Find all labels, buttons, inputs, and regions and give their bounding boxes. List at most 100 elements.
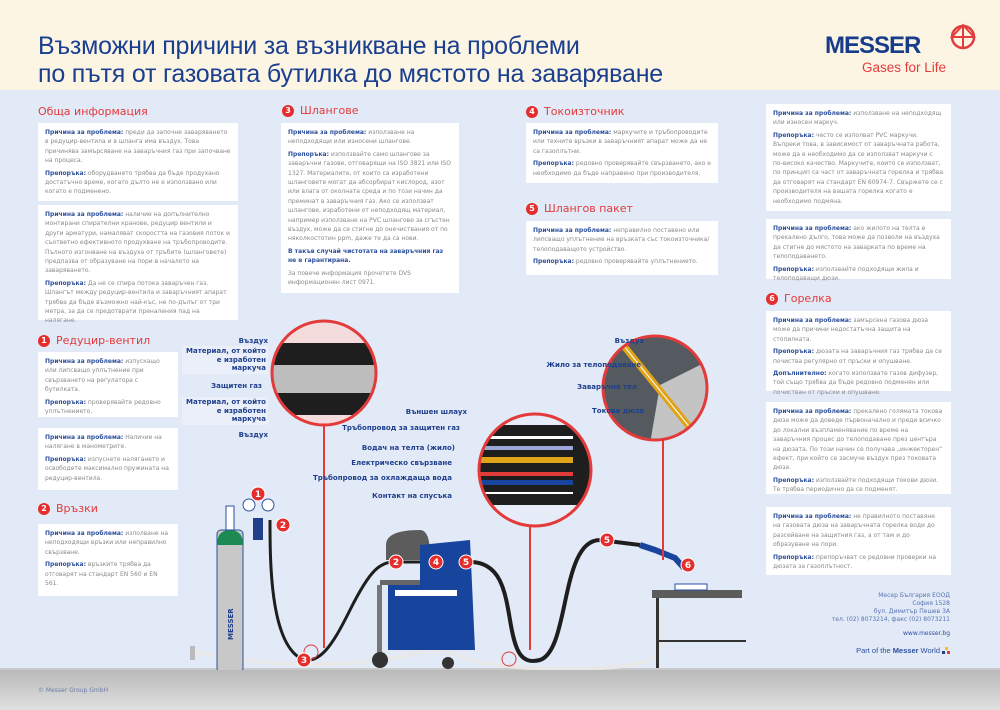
cause-text: маркучите и тръбопроводите или техните в… bbox=[533, 129, 708, 155]
marker-text: 4 bbox=[433, 558, 439, 568]
marker-text: 1 bbox=[255, 490, 261, 500]
welding-machine bbox=[372, 530, 475, 669]
rec-text: изпуснете налягането и освободете максим… bbox=[45, 455, 169, 482]
label-hose-material-bottom: Материал, от който е изработен маркуча bbox=[182, 397, 268, 425]
cause-label: Причина за проблема: bbox=[773, 225, 852, 232]
pressure-regulator bbox=[242, 498, 275, 540]
cause-label: Причина за проблема: bbox=[45, 211, 124, 218]
cause-text: използване на неподходящ или износен мар… bbox=[773, 110, 942, 127]
number-badge: 6 bbox=[766, 292, 778, 305]
rec-text: използвайте само шлангове за заваръчни г… bbox=[288, 150, 451, 243]
cause-text: Наличие на налягане в манометрите. bbox=[45, 434, 162, 451]
cause-text: неправилно поставено или липсващо уплътн… bbox=[533, 227, 710, 253]
label-shielding-gas: Защитен газ bbox=[211, 382, 262, 390]
company-name: Месер България ЕООД bbox=[878, 592, 950, 599]
heading-hose-package: 5 Шлангов пакет bbox=[526, 202, 633, 215]
copyright: © Messer Group GmbH bbox=[38, 687, 109, 694]
label-electrical-connection: Електрическо свързване bbox=[351, 459, 452, 467]
cause-text: ако жилото на телта е прекалено дълго, т… bbox=[773, 225, 940, 261]
info-box: Причина за проблема: използване на непод… bbox=[281, 123, 459, 293]
rec-label: Препоръка: bbox=[773, 265, 814, 273]
page-title: Възможни причини за възникване на пробле… bbox=[38, 32, 663, 88]
rec-label: Препоръка: bbox=[45, 169, 86, 177]
info-box: Причина за проблема: Наличие на налягане… bbox=[38, 428, 178, 490]
messer-emblem-icon bbox=[950, 23, 976, 50]
heading-text: Връзки bbox=[56, 502, 98, 515]
website-link[interactable]: www.messer.bg bbox=[903, 630, 950, 637]
rec-label: Препоръка: bbox=[45, 279, 86, 287]
cause-label: Причина за проблема: bbox=[773, 513, 852, 520]
cause-label: Причина за проблема: bbox=[288, 129, 367, 136]
heading-text: Горелка bbox=[784, 292, 832, 305]
rec-text: използвайте подходящи токови дюзи. Те тр… bbox=[773, 476, 939, 494]
hose-labels: Въздух Защитен газ Въздух bbox=[211, 337, 268, 439]
label-wire-liner: Жило за телоподаване bbox=[546, 361, 641, 369]
rec-text: редовно проверявайте свързването, ако е … bbox=[533, 160, 711, 177]
marker-text: 5 bbox=[463, 558, 469, 568]
rec-text: оборудването трябва да бъде продухано до… bbox=[45, 169, 220, 196]
rec-label: Препоръка: bbox=[773, 553, 814, 561]
rec-label: Препоръка: bbox=[773, 131, 814, 139]
rec-label: Препоръка: bbox=[773, 476, 814, 484]
number-badge: 5 bbox=[526, 202, 538, 215]
heading-hoses: 3 Шлангове bbox=[282, 104, 359, 117]
gas-cylinder: MESSER bbox=[216, 505, 244, 673]
cause-text: прекалено голямата токова дюза може да д… bbox=[773, 408, 943, 472]
info-box: Причина за проблема: изполване на неподх… bbox=[38, 524, 178, 596]
number-badge: 4 bbox=[526, 105, 538, 118]
label-air-bottom: Въздух bbox=[239, 431, 269, 439]
marker-text: 5 bbox=[604, 536, 610, 546]
cause-text: изпускащо или липсващо уплътнение при св… bbox=[45, 358, 160, 394]
heading-torch: 6 Горелка bbox=[766, 292, 832, 305]
info-box: Причина за проблема: прекалено голямата … bbox=[766, 402, 951, 494]
rec-label: Препоръка: bbox=[45, 455, 86, 463]
info-box: Причина за проблема: неправилно поставен… bbox=[526, 221, 718, 275]
heading-text: Шлангов пакет bbox=[544, 202, 633, 215]
rec-label: Препоръка: bbox=[533, 160, 574, 168]
header: Възможни причини за възникване на пробле… bbox=[0, 0, 1000, 90]
info-box: Причина за проблема: замърсена газова дю… bbox=[766, 311, 951, 396]
cause-text: използване на неподходящи или износени ш… bbox=[288, 129, 415, 146]
rec-text: връзките трябва да отговарят на стандарт… bbox=[45, 561, 158, 588]
rec-text: дюзата на заваръчния газ трябва да се по… bbox=[773, 348, 942, 365]
marker-3: 3 bbox=[296, 652, 312, 668]
marker-5b: 5 bbox=[599, 532, 615, 548]
heading-text: Токоизточник bbox=[544, 105, 625, 118]
floor bbox=[0, 668, 1000, 671]
number-badge: 1 bbox=[38, 334, 50, 347]
cause-label: Причина за проблема: bbox=[45, 530, 124, 537]
footer: © Messer Group GmbH bbox=[0, 670, 1000, 710]
plug-icon bbox=[190, 646, 195, 660]
heading-text: Шлангове bbox=[300, 104, 359, 117]
marker-2b: 2 bbox=[388, 554, 404, 570]
logo-tagline: Gases for Life bbox=[862, 60, 947, 75]
additional-text: когато използвате газов дифузер, той същ… bbox=[773, 370, 939, 396]
hose-package bbox=[469, 537, 641, 663]
cause-label: Причина за проблема: bbox=[45, 358, 124, 365]
cause-label: Причина за проблема: bbox=[45, 434, 124, 441]
label-torch-air: Въздух bbox=[615, 337, 645, 345]
marker-text: 3 bbox=[301, 656, 307, 666]
label-contact-tip: Токова дюза bbox=[592, 407, 644, 415]
street: бул. Димитър Пешев 3А bbox=[873, 608, 950, 615]
heading-power-source: 4 Токоизточник bbox=[526, 105, 624, 118]
label-hose-material-top: Материал, от който е изработен маркуча bbox=[182, 346, 268, 374]
cause-label: Причина за проблема: bbox=[533, 227, 612, 234]
cause-text: не правилното поставяне на газовата дюза… bbox=[773, 513, 935, 549]
gas-hose bbox=[268, 519, 470, 662]
marker-text: 2 bbox=[280, 521, 286, 531]
messer-logo: MESSER Gases for Life bbox=[822, 22, 982, 82]
additional-label: Допълнително: bbox=[773, 370, 827, 378]
cause-label: Причина за проблема: bbox=[773, 317, 852, 324]
cause-label: Причина за проблема: bbox=[533, 129, 612, 136]
marker-5: 5 bbox=[458, 554, 474, 570]
heading-text: Обща информация bbox=[38, 105, 148, 118]
label-trigger-contact: Контакт на спусъка bbox=[372, 492, 452, 500]
label-wire-guide: Водач на телта (жило) bbox=[362, 444, 455, 452]
cause-text: изполване на неподходящи връзки или непр… bbox=[45, 530, 169, 556]
torch-labels: Въздух Жило за телоподаване Заваръчна те… bbox=[546, 337, 644, 415]
number-badge: 3 bbox=[282, 104, 294, 117]
cause-text: наличие на допълнително монтирани спират… bbox=[45, 211, 230, 275]
